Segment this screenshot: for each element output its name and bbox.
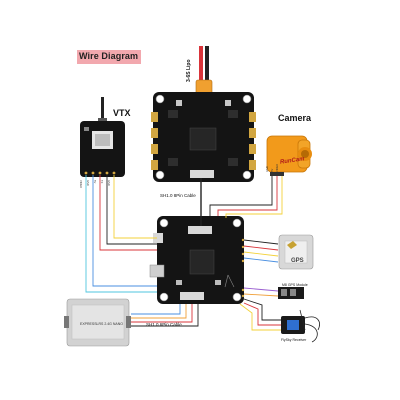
gps-wires: [243, 239, 279, 263]
diagram-title: Wire Diagram: [79, 51, 139, 61]
gps-text: GPS: [291, 258, 304, 264]
gps-module-label: M8 GPS Module: [282, 283, 308, 287]
camera-module: [266, 135, 312, 176]
vtx-pin-label: TX: [100, 180, 103, 184]
vtx-pin-label: GND: [107, 180, 110, 186]
vtx-pin-label: 5V: [93, 180, 96, 184]
camera-pin-label: VIDEO: [276, 163, 279, 172]
battery-label: 3-6S Lipo: [186, 59, 192, 82]
flysky-antenna-icon: [299, 309, 320, 343]
camera-label: Camera: [278, 113, 312, 123]
battery-lead-icon: [195, 46, 213, 95]
title-background: [77, 50, 141, 64]
elrs-label: EXPRESSLRS 2.4G NANO: [80, 322, 123, 326]
camera-wires: [209, 176, 283, 218]
vtx-pin-label: GND: [86, 180, 89, 186]
flysky-wires: [239, 298, 281, 331]
flight-controller: [149, 216, 245, 304]
vtx-pin-label: VIDEO: [79, 180, 82, 189]
flysky-receiver: [281, 309, 320, 343]
vtx-antenna-icon: [98, 97, 107, 122]
esc-cable-label: SH1.0 8Pin Cable: [160, 193, 196, 198]
elrs-wires: [131, 304, 199, 327]
gps-module-wire-2: [243, 293, 279, 297]
vtx-label: VTX: [113, 108, 131, 118]
gps-module: [278, 287, 304, 299]
camera-pin-label: GND: [266, 166, 269, 172]
vtx-wires: [85, 175, 157, 293]
elrs-receiver: [64, 298, 131, 347]
camera-pin-label: 5V: [271, 168, 274, 172]
flysky-label: FlySky Receiver: [281, 338, 307, 342]
esc-board: [151, 92, 256, 182]
vtx-board: [80, 97, 125, 177]
fc-cable-label: SH1.0 6Pin Cable: [146, 322, 182, 327]
gps-antenna-icon: [278, 234, 314, 270]
gps-module-wire: [243, 287, 279, 292]
